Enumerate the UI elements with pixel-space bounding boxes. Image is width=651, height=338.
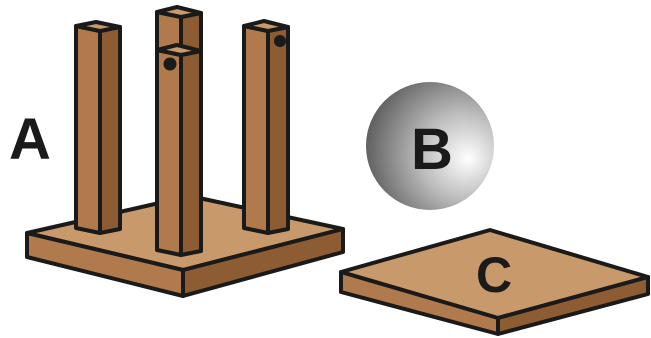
post-front <box>157 45 201 255</box>
post-back-right <box>244 21 288 233</box>
label-a: A <box>9 107 51 172</box>
post-hole <box>274 35 286 47</box>
label-b: B <box>411 117 453 182</box>
label-c: C <box>476 247 512 303</box>
post-hole <box>164 58 177 71</box>
object-a <box>27 7 343 296</box>
post-back-left <box>76 22 120 233</box>
